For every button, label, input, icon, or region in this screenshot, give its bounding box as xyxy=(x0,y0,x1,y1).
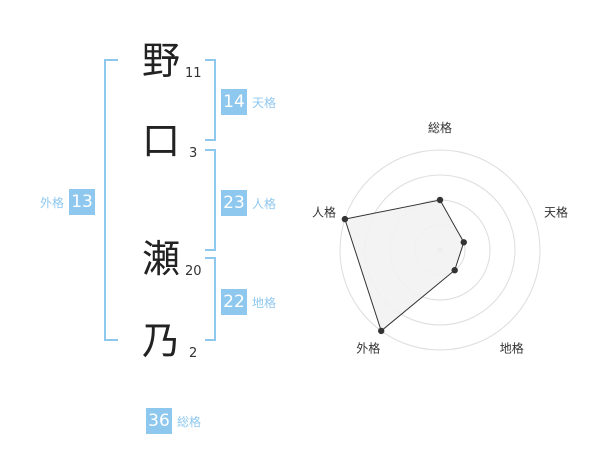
radar-polygon xyxy=(344,199,465,332)
radar-axis-label-4: 外格 xyxy=(356,341,380,356)
tenkaku-label: 天格 xyxy=(252,95,277,110)
radar-point-4 xyxy=(378,327,385,335)
gaikaku-bracket xyxy=(104,59,118,341)
chikaku-bracket xyxy=(205,257,216,341)
gaikaku-value: 13 xyxy=(69,189,96,215)
name-char-4: 乃 xyxy=(142,319,181,363)
radar-point-5 xyxy=(341,215,349,223)
soukaku-label: 総格 xyxy=(177,414,202,429)
tenkaku-badge: 14 天格 xyxy=(221,89,276,115)
chikaku-badge: 22 地格 xyxy=(221,289,276,315)
radar-axis-label-1: 総格 xyxy=(428,120,452,135)
tenkaku-value: 14 xyxy=(221,89,247,115)
radar-axis-label-2: 天格 xyxy=(544,204,568,219)
stroke-count-3: 20 xyxy=(185,264,202,279)
chikaku-label: 地格 xyxy=(252,295,277,310)
stroke-count-1: 11 xyxy=(185,66,202,81)
radar-point-2 xyxy=(460,239,467,246)
radar-point-3 xyxy=(451,267,458,274)
name-char-1: 野 xyxy=(142,39,181,83)
radar-point-1 xyxy=(436,196,444,204)
chikaku-value: 22 xyxy=(221,289,247,315)
stroke-count-4: 2 xyxy=(189,346,198,361)
stroke-count-2: 3 xyxy=(189,146,198,161)
name-char-3: 瀬 xyxy=(142,237,181,281)
soukaku-value: 36 xyxy=(146,408,172,434)
name-char-2: 口 xyxy=(142,119,181,163)
jinkaku-label: 人格 xyxy=(252,196,277,211)
tenkaku-bracket xyxy=(205,59,216,141)
gaikaku-badge: 外格 13 xyxy=(40,189,96,215)
radar-axis-label-3: 地格 xyxy=(500,341,524,356)
soukaku-badge: 36 総格 xyxy=(146,408,201,434)
jinkaku-bracket xyxy=(205,149,216,251)
jinkaku-badge: 23 人格 xyxy=(221,190,276,216)
radar-axis-label-5: 人格 xyxy=(312,204,336,219)
jinkaku-value: 23 xyxy=(221,190,247,216)
gaikaku-label: 外格 xyxy=(40,195,65,210)
radar-ring-4 xyxy=(339,149,541,351)
